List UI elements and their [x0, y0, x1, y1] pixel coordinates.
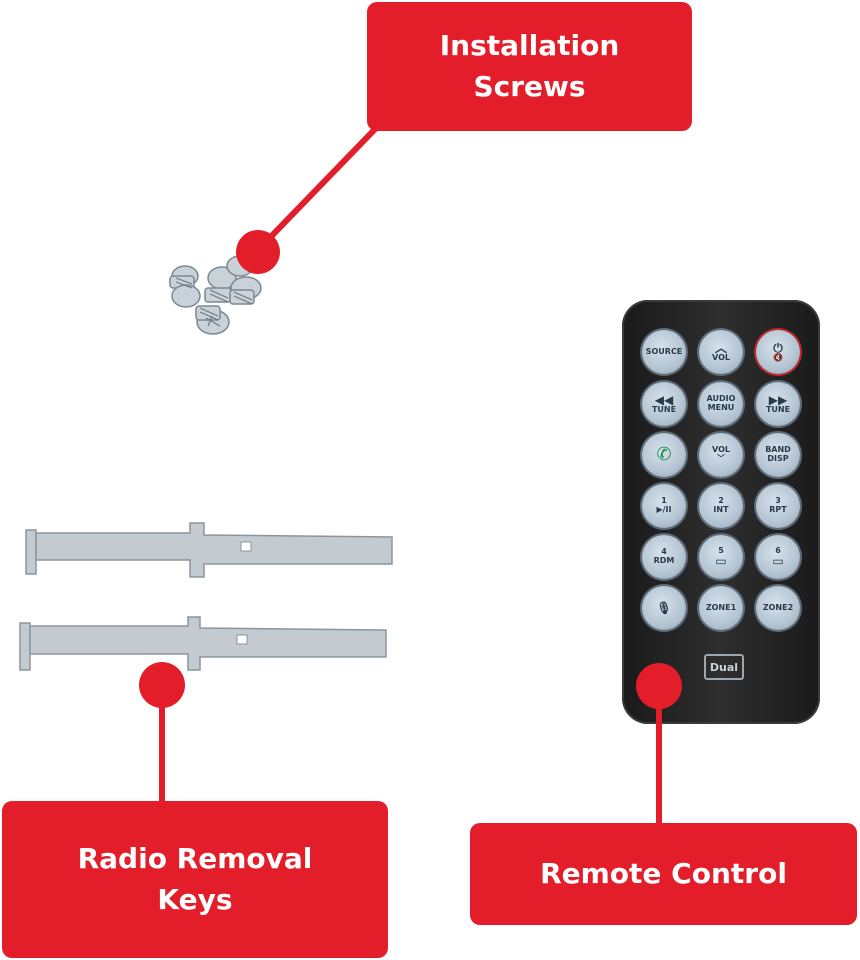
- remote-control-label: Remote Control: [470, 823, 857, 925]
- band-disp-button[interactable]: BAND DISP: [756, 433, 800, 477]
- zone1-button[interactable]: ZONE1: [699, 586, 743, 630]
- voice-button[interactable]: 🎙: [642, 586, 686, 630]
- installation-screws-label: Installation Screws: [367, 2, 692, 131]
- volume-down-button[interactable]: VOL ﹀: [699, 433, 743, 477]
- screws-connector-line: [255, 123, 381, 253]
- power-mute-button[interactable]: ⏻🔇: [756, 330, 800, 374]
- source-button[interactable]: SOURCE: [642, 330, 686, 374]
- zone2-button[interactable]: ZONE2: [756, 586, 800, 630]
- tune-back-button[interactable]: ◀◀TUNE: [642, 382, 686, 426]
- screws-pointer-dot: [236, 230, 280, 274]
- volume-up-button[interactable]: ︿VOL: [699, 330, 743, 374]
- radio-removal-keys: [19, 522, 393, 671]
- button-1-play-pause[interactable]: 1▶/II: [642, 484, 686, 528]
- phone-button[interactable]: ✆: [642, 433, 686, 477]
- radio-removal-keys-label: Radio Removal Keys: [2, 801, 388, 958]
- remote-control: SOURCE ︿VOL ⏻🔇 ◀◀TUNE AUDIO MENU ▶▶TUNE …: [622, 300, 820, 724]
- tune-forward-button[interactable]: ▶▶TUNE: [756, 382, 800, 426]
- brand-logo: Dual: [704, 654, 744, 680]
- audio-menu-button[interactable]: AUDIO MENU: [699, 382, 743, 426]
- button-6-folder[interactable]: 6▭: [756, 535, 800, 579]
- button-5-folder[interactable]: 5▭: [699, 535, 743, 579]
